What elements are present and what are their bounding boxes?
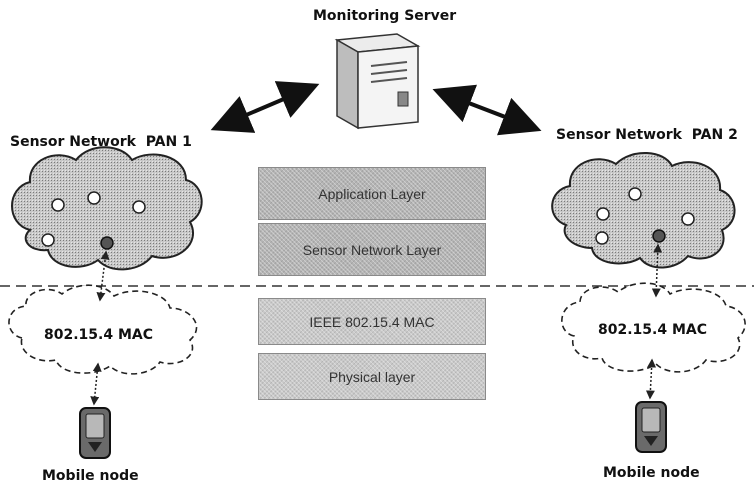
pan2-mac-cloud [561,282,746,373]
stack-mac-layer: IEEE 802.15.4 MAC [258,298,486,345]
pan1-mac-label: 802.15.4 MAC [44,327,153,343]
stack-layer-label: IEEE 802.15.4 MAC [309,313,435,330]
stack-layer-label: Sensor Network Layer [302,241,442,258]
sensor-node [595,231,609,245]
pan2-mobile-device-icon [635,401,667,453]
sensor-node [132,200,146,214]
coordinator-node [652,229,666,243]
stack-layer-label: Application Layer [318,185,426,202]
sensor-node [87,191,101,205]
sensor-node [596,207,610,221]
pan2-coordinator-link [651,243,663,298]
server-link-left [210,81,320,133]
sensor-node [51,198,65,212]
coordinator-node [100,236,114,250]
pan1-coordinator-link [96,250,110,302]
pan2-label: Sensor Network PAN 2 [556,127,738,143]
pan1-mobile-label: Mobile node [42,468,139,484]
sensor-node [681,212,695,226]
pan2-mobile-label: Mobile node [603,465,700,481]
server-link-right [432,84,542,136]
pan1-cloud [11,146,203,271]
pan1-label: Sensor Network PAN 1 [10,134,192,150]
pan2-cloud [551,151,736,269]
sensor-node [628,187,642,201]
pan1-mobile-link [90,362,102,406]
stack-sensor-network-layer: Sensor Network Layer [258,223,486,276]
pan1-mac-cloud [8,284,198,375]
sensor-node [41,233,55,247]
pan2-mac-label: 802.15.4 MAC [598,322,707,338]
stack-application-layer: Application Layer [258,167,486,220]
pan1-mobile-device-icon [79,407,111,459]
server-label: Monitoring Server [313,8,457,24]
stack-physical-layer: Physical layer [258,353,486,400]
server-icon [334,33,421,130]
stack-layer-label: Physical layer [328,368,416,385]
